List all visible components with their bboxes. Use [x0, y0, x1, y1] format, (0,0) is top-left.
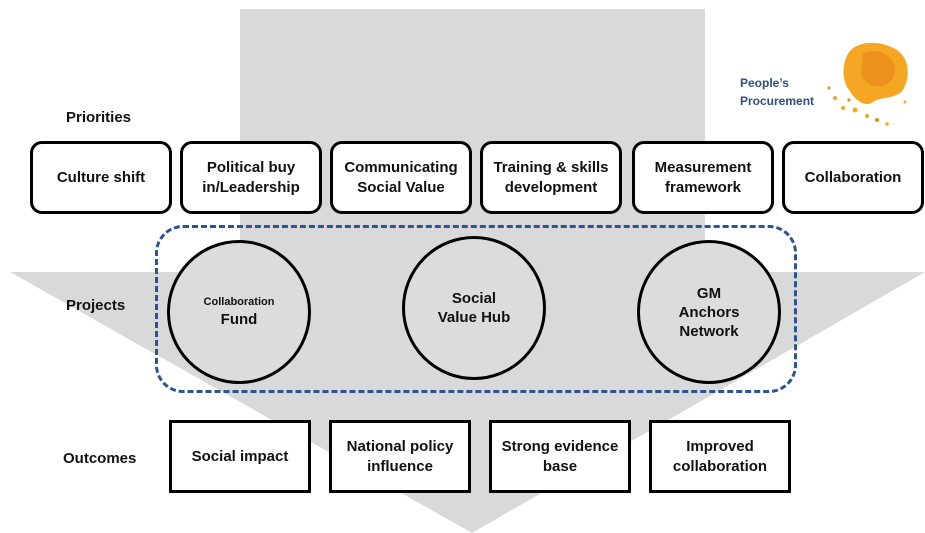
brand-line-2: Procurement [740, 94, 815, 108]
priority-line-2: development [504, 178, 598, 196]
project-line-1: GM [696, 284, 722, 302]
priority-line-2: framework [665, 178, 741, 196]
outcome-line-1: Improved [686, 437, 754, 455]
project-line-2: Value Hub [437, 309, 511, 326]
project-circle-collaboration-fund: Collaboration Fund [167, 240, 311, 384]
outcome-line-2: base [542, 457, 578, 475]
outcome-line-1: Social impact [191, 447, 289, 465]
priority-box-training-skills: Training & skills development [480, 141, 622, 214]
priority-box-culture-shift: Culture shift [30, 141, 172, 214]
projects-group-dashed-border [155, 225, 797, 393]
priority-line-1: Political buy [206, 158, 296, 176]
project-line-3: Network [679, 322, 739, 340]
outcome-line-2: collaboration [672, 457, 768, 475]
priority-box-measurement-framework: Measurement framework [632, 141, 774, 214]
outcome-box-improved-collaboration: Improved collaboration [649, 420, 791, 493]
outcome-box-strong-evidence-base: Strong evidence base [489, 420, 631, 493]
brand-text: People’s Procurement [740, 74, 814, 110]
project-line-1: Social [451, 290, 497, 307]
priority-line-2: Social Value [357, 178, 445, 196]
outcome-box-social-impact: Social impact [169, 420, 311, 493]
priority-line-2: in/Leadership [202, 178, 300, 196]
projects-label: Projects [66, 297, 126, 314]
priority-line-1: Collaboration [804, 168, 902, 186]
brand-line-1: People’s [740, 76, 789, 90]
outcome-line-1: National policy [346, 437, 454, 455]
priority-line-1: Training & skills [493, 158, 609, 176]
orange-map-icon [827, 42, 908, 126]
project-small-label: Collaboration [203, 296, 275, 308]
priority-line-1: Communicating [344, 158, 458, 176]
priority-box-political-buy-in: Political buy in/Leadership [180, 141, 322, 214]
outcome-line-1: Strong evidence [501, 437, 619, 455]
outcome-box-national-policy-influence: National policy influence [329, 420, 471, 493]
project-line-2: Anchors [678, 303, 740, 321]
priority-line-1: Measurement [654, 158, 752, 176]
project-circle-social-value-hub: Social Value Hub [402, 236, 546, 380]
outcomes-label: Outcomes [63, 450, 137, 467]
outcome-line-2: influence [367, 457, 433, 475]
project-circle-gm-anchors-network: GM Anchors Network [637, 240, 781, 384]
priorities-label: Priorities [66, 109, 132, 126]
project-line-1: Fund [220, 311, 258, 328]
priority-box-collaboration: Collaboration [782, 141, 924, 214]
priority-line-1: Culture shift [56, 168, 146, 186]
